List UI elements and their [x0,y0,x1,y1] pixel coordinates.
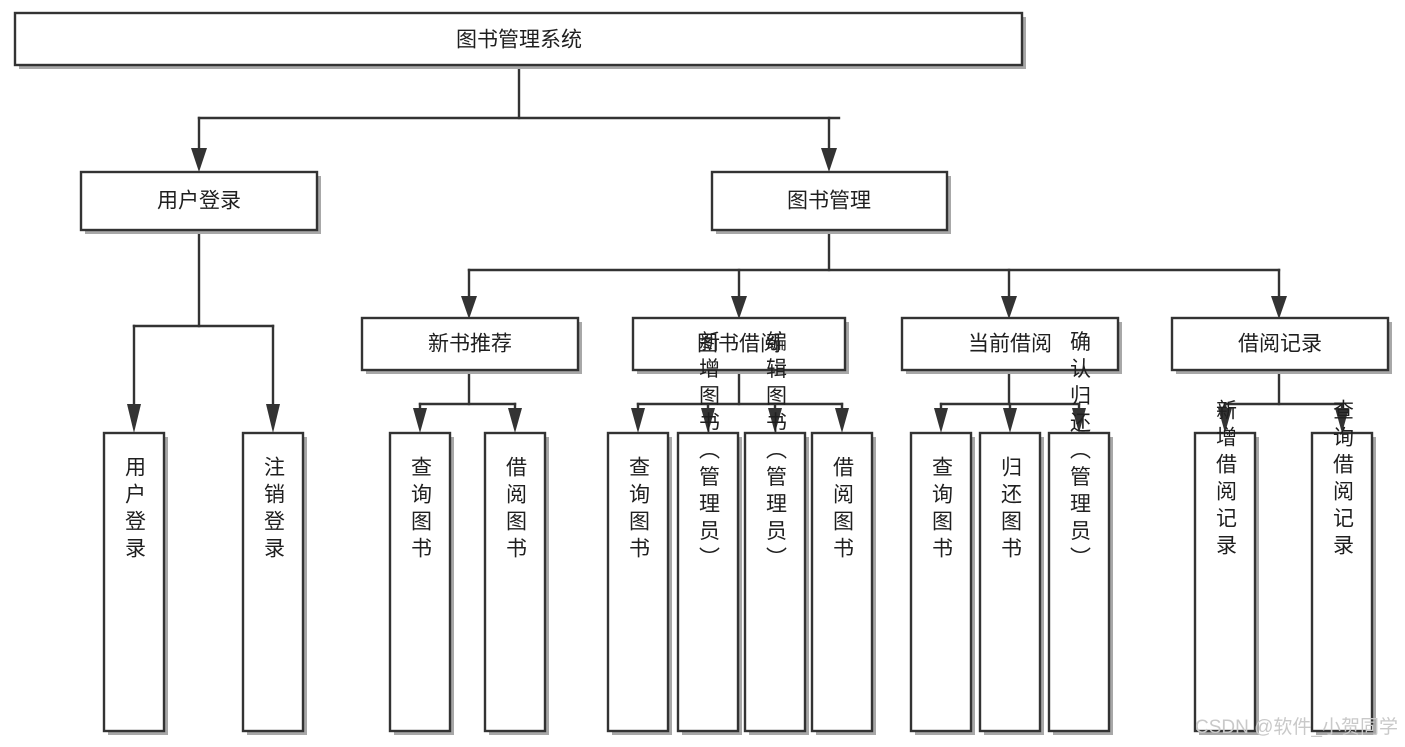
node-leaf-add-book-label: 新增图书（管理员） [697,331,721,574]
node-leaf-borrow-book-1-box[interactable] [483,431,547,733]
node-leaf-query-book-3[interactable]: 查询图书 [909,431,975,735]
arrow-borrow-leaf-4 [835,408,849,433]
node-book-borrow-box[interactable] [631,316,847,372]
node-borrow-record-box[interactable] [1170,316,1390,372]
node-new-book-recommend-label: 新书推荐 [428,333,512,356]
node-leaf-query-book-1[interactable]: 查询图书 [388,431,454,735]
arrow-user-login-leaf-2 [266,404,280,433]
node-leaf-query-book-2-box[interactable] [606,431,670,733]
node-leaf-query-record[interactable]: 查询借阅记录 [1310,399,1376,735]
arrow-current-leaf-2 [1003,408,1017,433]
node-leaf-query-book-3-box[interactable] [909,431,973,733]
arrow-record-leaf-1 [1218,408,1232,433]
arrow-bm-to-record [1271,296,1287,319]
node-current-borrow[interactable]: 当前借阅 [900,316,1122,374]
node-borrow-record[interactable]: 借阅记录 [1170,316,1392,374]
arrow-bm-to-current [1001,296,1017,319]
node-book-manage[interactable]: 图书管理 [710,170,951,234]
node-leaf-edit-book-box[interactable] [743,431,807,733]
node-book-borrow[interactable]: 图书借阅 [631,316,849,374]
node-root-label: 图书管理系统 [456,29,582,52]
arrow-borrow-leaf-2 [701,408,715,433]
node-current-borrow-label: 当前借阅 [968,333,1052,356]
node-leaf-return-book-label: 归还图书 [999,456,1023,564]
node-leaf-add-book-box[interactable] [676,431,740,733]
node-root[interactable]: 图书管理系统 [13,11,1026,69]
node-leaf-query-book-1-box[interactable] [388,431,452,733]
node-leaf-user-logout-label: 注销登录 [262,456,286,564]
node-leaf-user-login[interactable]: 用户登录 [102,431,168,735]
arrow-bm-to-recommend [461,296,477,319]
node-leaf-edit-book[interactable]: 编辑图书（管理员） [743,331,809,736]
leaf-node-group: 用户登录 注销登录 查询图书 借阅图书 查询图书 [102,331,1376,736]
node-leaf-borrow-book-2[interactable]: 借阅图书 [810,431,876,735]
node-leaf-query-book-2[interactable]: 查询图书 [606,431,672,735]
node-root-box[interactable] [13,11,1024,67]
node-leaf-borrow-book-2-box[interactable] [810,431,874,733]
node-current-borrow-box[interactable] [900,316,1120,372]
node-leaf-borrow-book-1[interactable]: 借阅图书 [483,431,549,735]
node-leaf-return-book[interactable]: 归还图书 [978,431,1044,735]
arrow-root-to-user-login [191,148,207,172]
node-leaf-return-book-box[interactable] [978,431,1042,733]
node-leaf-edit-book-label: 编辑图书（管理员） [764,331,788,574]
node-leaf-borrow-book-1-label: 借阅图书 [504,456,528,564]
node-leaf-user-logout-box[interactable] [241,431,305,733]
node-borrow-record-label: 借阅记录 [1238,333,1322,356]
arrow-root-to-book-manage [821,148,837,172]
node-user-login-box[interactable] [79,170,319,232]
node-leaf-query-book-2-label: 查询图书 [627,456,651,564]
node-book-manage-label: 图书管理 [787,190,871,213]
node-new-book-recommend-box[interactable] [360,316,580,372]
node-user-login[interactable]: 用户登录 [79,170,321,234]
arrow-recommend-leaf-2 [508,408,522,433]
node-leaf-user-login-label: 用户登录 [123,456,147,564]
node-leaf-query-record-label: 查询借阅记录 [1331,399,1355,561]
node-leaf-query-book-1-label: 查询图书 [409,456,433,564]
connector-layer [127,64,1349,433]
node-book-manage-box[interactable] [710,170,949,232]
node-book-borrow-label: 图书借阅 [697,333,781,356]
node-leaf-add-record-box[interactable] [1193,431,1257,733]
node-leaf-confirm-return-box[interactable] [1047,431,1111,733]
arrow-record-leaf-2 [1335,408,1349,433]
node-leaf-user-login-box[interactable] [102,431,166,733]
csdn-watermark: CSDN @软件_小贺同学 [1195,716,1398,738]
node-leaf-user-logout[interactable]: 注销登录 [241,431,307,735]
arrow-bm-to-borrow [731,296,747,319]
arrow-borrow-leaf-1 [631,408,645,433]
arrow-borrow-leaf-3 [768,408,782,433]
arrow-current-leaf-1 [934,408,948,433]
node-user-login-label: 用户登录 [157,190,241,213]
arrow-current-leaf-3 [1072,408,1086,433]
node-leaf-query-record-box[interactable] [1310,431,1374,733]
node-leaf-query-book-3-label: 查询图书 [930,456,954,564]
node-leaf-add-record[interactable]: 新增借阅记录 [1193,399,1259,735]
arrow-user-login-leaf-1 [127,404,141,433]
node-new-book-recommend[interactable]: 新书推荐 [360,316,582,374]
node-leaf-add-book[interactable]: 新增图书（管理员） [676,331,742,736]
node-leaf-borrow-book-2-label: 借阅图书 [831,456,855,564]
arrow-recommend-leaf-1 [413,408,427,433]
node-leaf-add-record-label: 新增借阅记录 [1214,399,1238,561]
node-leaf-confirm-return[interactable]: 确认归还（管理员） [1047,331,1113,736]
node-leaf-confirm-return-label: 确认归还（管理员） [1068,331,1092,574]
